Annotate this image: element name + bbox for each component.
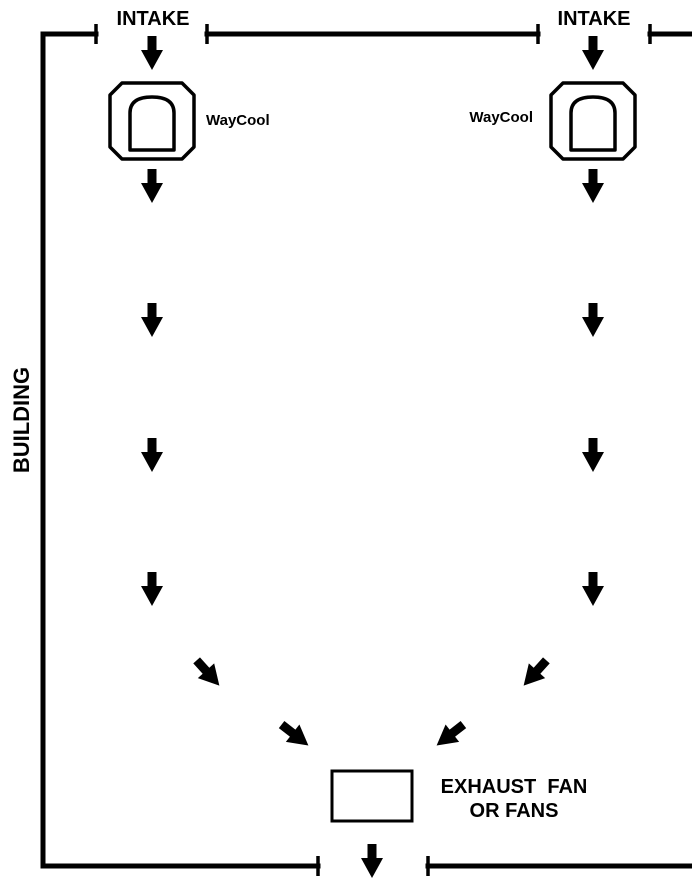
intake-label-right: INTAKE <box>558 8 631 30</box>
airflow-arrow-icon <box>141 572 163 606</box>
cooler-unit-icon <box>549 81 637 161</box>
airflow-arrow-icon <box>582 438 604 472</box>
airflow-arrow-icon <box>188 653 228 693</box>
airflow-arrow-icon <box>515 653 555 693</box>
unit-label-right: WayCool <box>469 109 533 126</box>
exhaust-label-line2: OR FANS <box>470 800 559 822</box>
airflow-arrow-icon <box>141 169 163 203</box>
airflow-arrow-icon <box>582 303 604 337</box>
building-label: BUILDING <box>9 367 34 473</box>
airflow-arrow-icon <box>141 303 163 337</box>
airflow-arrow-icon <box>361 844 383 878</box>
airflow-arrow-icon <box>582 169 604 203</box>
airflow-arrow-icon <box>274 715 316 755</box>
wall-opening-caps <box>94 24 652 876</box>
unit-label-left: WayCool <box>206 112 270 129</box>
airflow-arrow-icon <box>582 36 604 70</box>
cooler-unit-icon <box>108 81 196 161</box>
airflow-arrow-icon <box>141 36 163 70</box>
building-wall <box>40 31 692 869</box>
intake-label-left: INTAKE <box>117 8 190 30</box>
exhaust-fan-icon <box>330 769 414 823</box>
airflow-arrow-icon <box>141 438 163 472</box>
exhaust-label-line1: EXHAUST FAN <box>441 776 588 798</box>
airflow-arrow-icon <box>429 715 471 755</box>
airflow-arrow-icon <box>582 572 604 606</box>
